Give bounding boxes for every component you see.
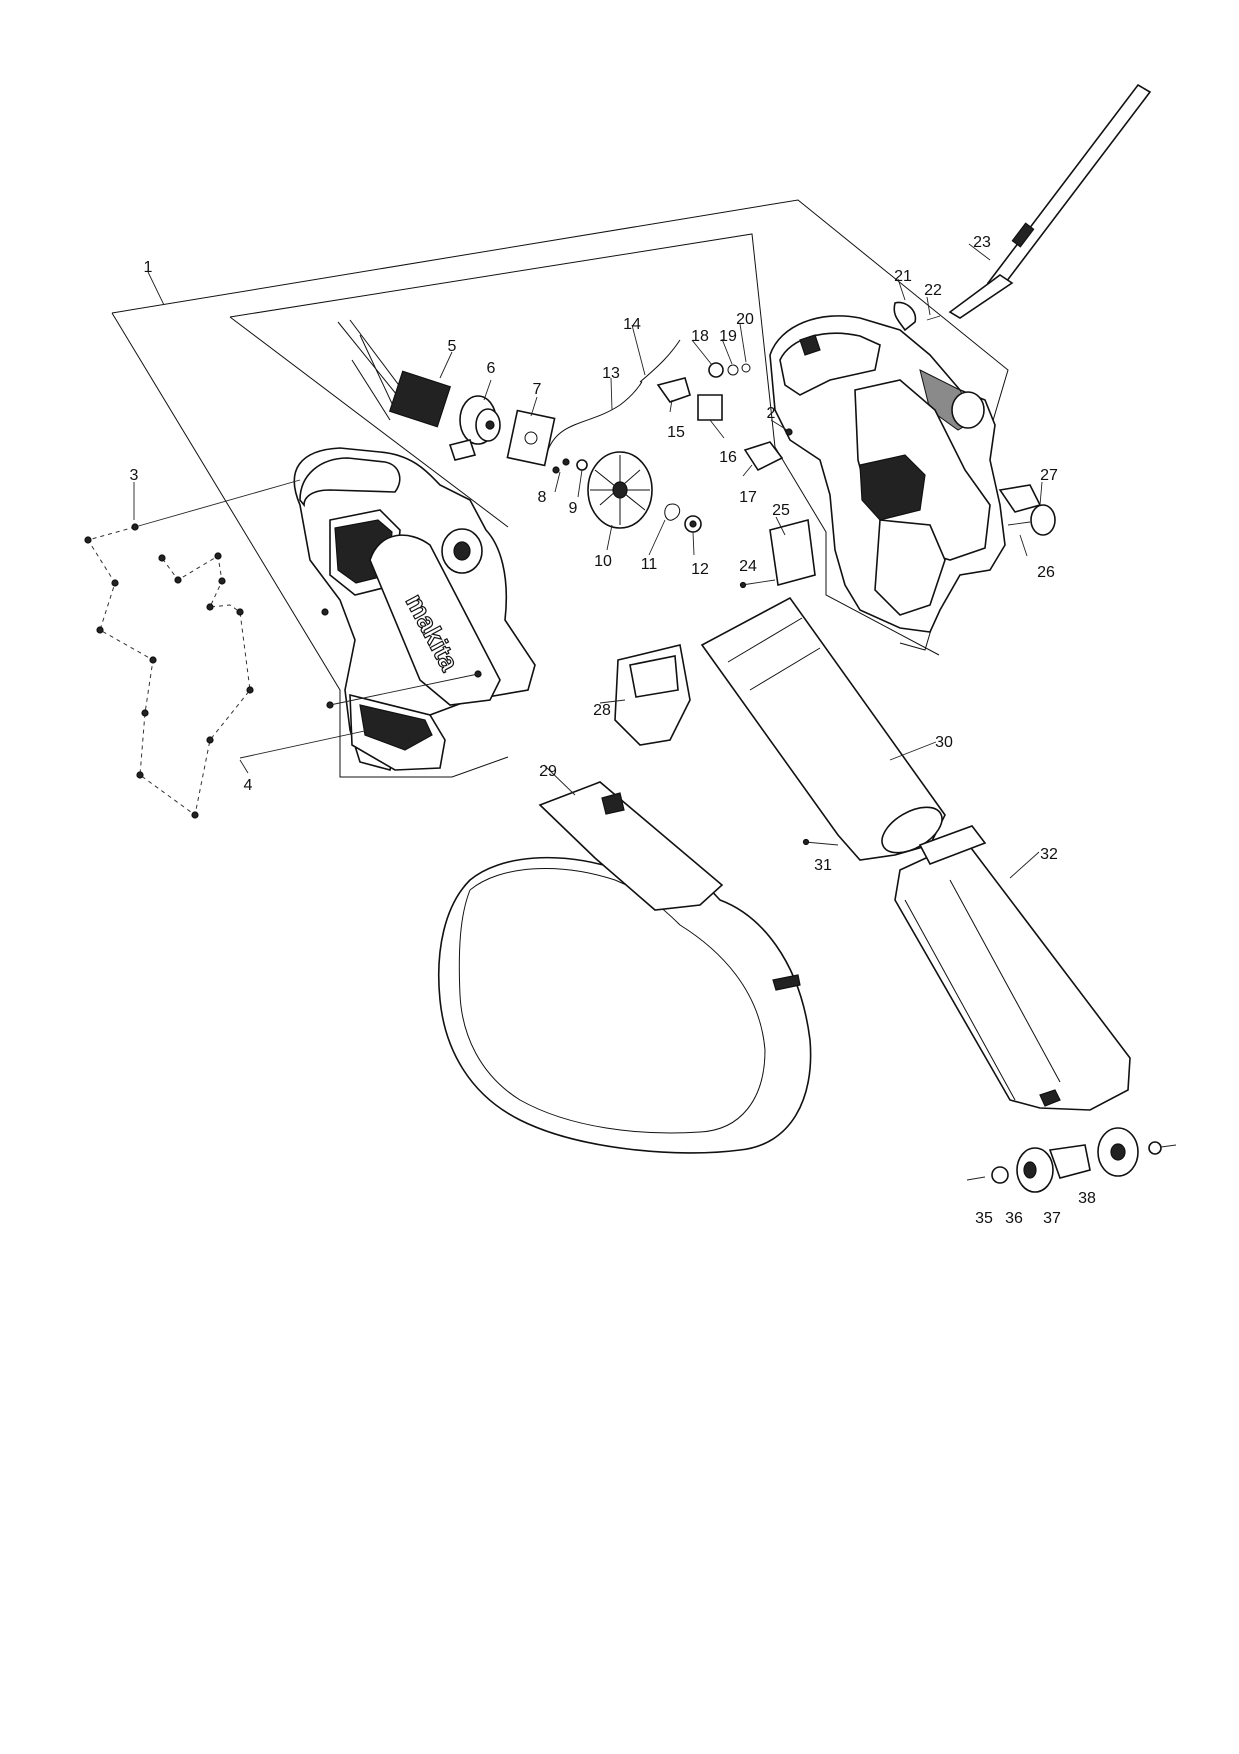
callout-23: 23 xyxy=(973,234,991,251)
callout-14: 14 xyxy=(623,316,641,333)
part-5-power-cord xyxy=(337,319,452,428)
part-6-motor xyxy=(448,395,501,461)
callout-31: 31 xyxy=(814,857,832,874)
callout-38: 38 xyxy=(1078,1190,1096,1207)
callout-26: 26 xyxy=(1037,564,1055,581)
part-28-adapter xyxy=(614,644,691,746)
callout-1: 1 xyxy=(144,259,153,276)
callout-37: 37 xyxy=(1043,1210,1061,1227)
callout-12: 12 xyxy=(691,561,709,578)
callout-35: 35 xyxy=(975,1210,993,1227)
callout-5: 5 xyxy=(448,338,457,355)
callout-30: 30 xyxy=(935,734,953,751)
callout-3: 3 xyxy=(130,467,139,484)
part-10-fan xyxy=(587,451,653,529)
callout-22: 22 xyxy=(924,282,942,299)
callout-29: 29 xyxy=(539,763,557,780)
callout-2: 2 xyxy=(767,405,776,422)
callout-16: 16 xyxy=(719,449,737,466)
callout-10: 10 xyxy=(594,553,612,570)
right-housing-part xyxy=(769,315,1006,633)
parts-11-12-hardware xyxy=(664,503,702,533)
callout-11: 11 xyxy=(641,556,658,573)
callout-24: 24 xyxy=(739,558,757,575)
callout-8: 8 xyxy=(538,489,547,506)
part-32-nozzle-tube xyxy=(894,825,1131,1111)
callout-25: 25 xyxy=(772,502,790,519)
callout-4: 4 xyxy=(244,777,253,794)
callout-32: 32 xyxy=(1040,846,1058,863)
callout-28: 28 xyxy=(593,702,611,719)
callout-leaders xyxy=(133,243,1043,879)
callout-17: 17 xyxy=(739,489,757,506)
part-7-plate xyxy=(506,409,556,467)
callout-27: 27 xyxy=(1040,467,1058,484)
callout-21: 21 xyxy=(894,268,912,285)
parts-15-20-switch xyxy=(656,362,793,472)
parts-13-14-wires xyxy=(547,339,681,451)
callout-7: 7 xyxy=(533,381,542,398)
callout-6: 6 xyxy=(487,360,496,377)
callout-20: 20 xyxy=(736,311,754,328)
assembly-outline-1 xyxy=(111,199,1009,778)
callout-19: 19 xyxy=(719,328,737,345)
parts-24-27 xyxy=(739,484,1056,589)
parts-35-38-wheels xyxy=(966,1127,1177,1193)
callout-15: 15 xyxy=(667,424,685,441)
callout-9: 9 xyxy=(569,500,578,517)
part-30-blow-tube xyxy=(700,596,946,861)
callout-18: 18 xyxy=(691,328,709,345)
screw-set-3 xyxy=(84,479,482,819)
parts-21-23-handle xyxy=(893,83,1152,332)
left-housing-part: makita xyxy=(293,447,536,771)
parts-8-9-hardware xyxy=(552,458,588,474)
callout-labels: 1 2 3 4 5 6 7 8 9 10 11 12 13 14 15 16 1… xyxy=(130,234,1096,1227)
callout-13: 13 xyxy=(602,365,620,382)
callout-36: 36 xyxy=(1005,1210,1023,1227)
part-29-collection-bag xyxy=(437,781,812,1154)
